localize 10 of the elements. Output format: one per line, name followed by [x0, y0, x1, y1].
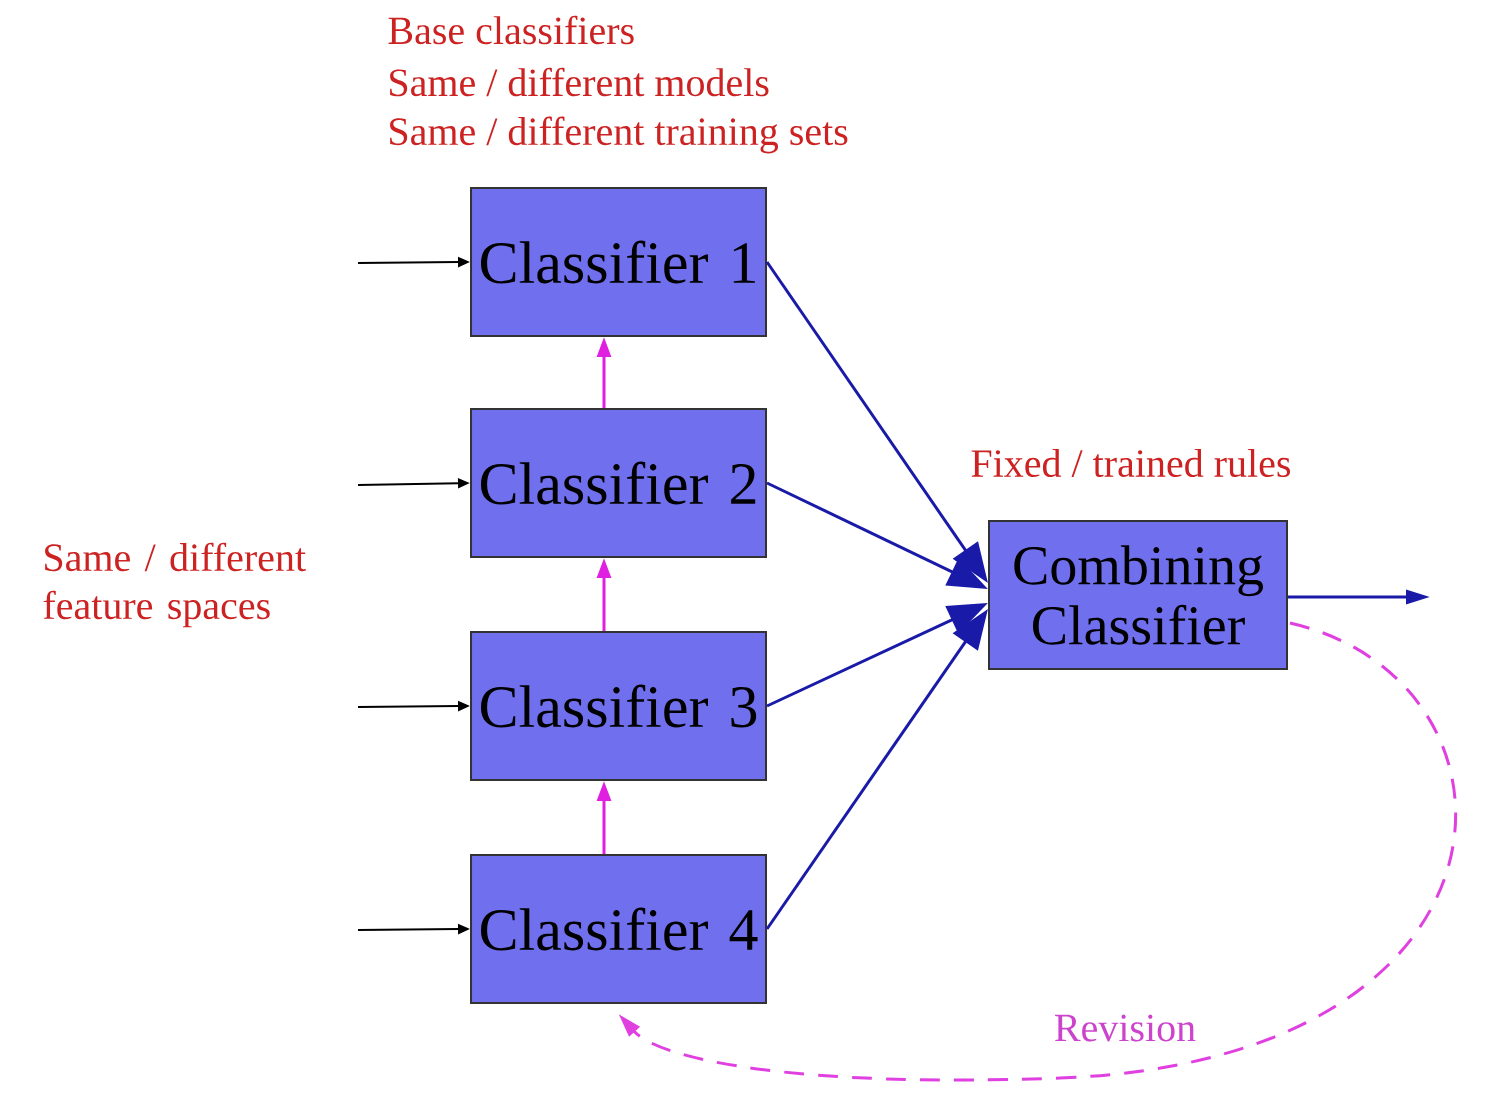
classifier-box: Combining Classifier: [988, 520, 1288, 670]
annotation-text: Same / different models: [390, 67, 769, 97]
classifier-box: Classifier 3: [470, 631, 767, 781]
annotation-text: Base classifiers: [388, 15, 634, 45]
classifier-box: Classifier 1: [470, 187, 767, 337]
classifier-box: Classifier 2: [470, 408, 767, 558]
annotation-text: Same / different feature spaces: [43, 542, 306, 628]
classifier-box: Classifier 4: [470, 854, 767, 1004]
edge-label: Revision: [1051, 1012, 1199, 1044]
annotation-text: Fixed / trained rules: [971, 448, 1291, 478]
